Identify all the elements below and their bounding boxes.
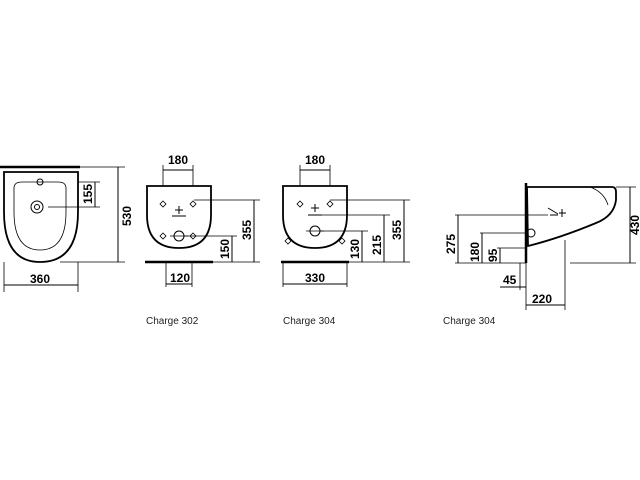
- dim-304-drain: 130: [348, 239, 362, 259]
- dim-side-depth: 45: [503, 273, 517, 287]
- dim-side-height: 430: [628, 215, 640, 235]
- dim-side-drain: 95: [486, 248, 500, 262]
- dim-302-drain: 150: [218, 239, 232, 259]
- dim-302-spacing: 180: [168, 153, 188, 167]
- dim-304-width: 330: [305, 271, 325, 285]
- dim-side-fix: 180: [468, 242, 482, 262]
- dim-302-height: 355: [240, 220, 254, 240]
- caption-charge-304-a: Charge 304: [283, 316, 336, 327]
- dim-302-offset: 120: [170, 271, 190, 285]
- dim-side-supply: 275: [444, 234, 458, 254]
- side-view: 430 275 180 95 45 220: [444, 183, 640, 310]
- dim-304-supply: 215: [370, 235, 384, 255]
- dim-304-spacing: 180: [305, 153, 325, 167]
- dim-side-length: 220: [532, 292, 552, 306]
- dim-304-height: 355: [390, 220, 404, 240]
- dim-front-width: 360: [30, 272, 50, 286]
- front-view: 155 530 360: [0, 165, 134, 292]
- dim-front-drain: 155: [81, 184, 95, 204]
- back-view-304: 180 355 215 130 330: [281, 153, 410, 287]
- caption-charge-304-b: Charge 304: [443, 316, 496, 327]
- caption-charge-302: Charge 302: [146, 316, 199, 327]
- back-view-302: 180 355 150 120: [145, 153, 260, 287]
- dim-front-height: 530: [120, 206, 134, 226]
